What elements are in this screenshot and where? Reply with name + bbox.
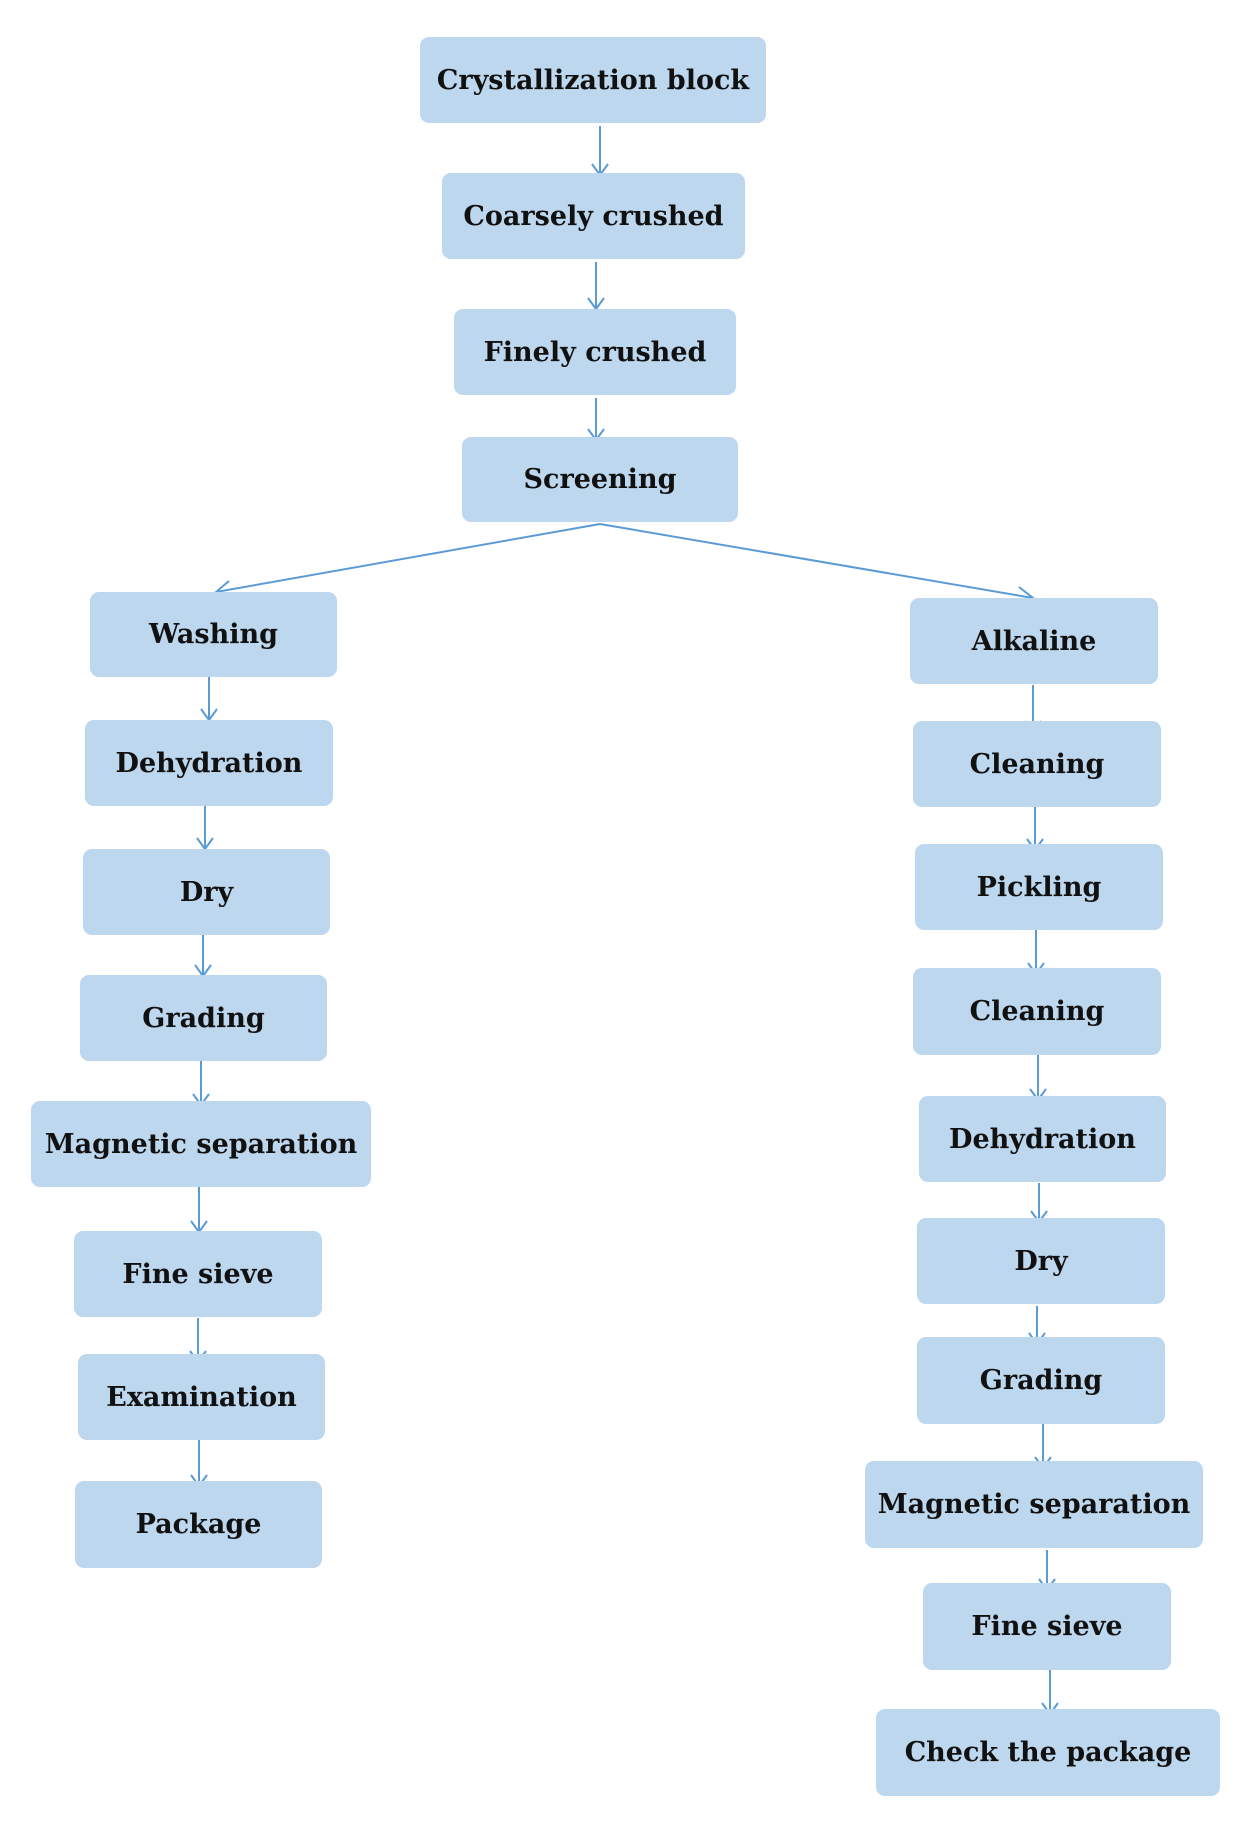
- edge-split-left: [214, 523, 601, 598]
- node-fine-sieve-right: Fine sieve: [923, 1583, 1171, 1670]
- edge-split-right: [599, 523, 1036, 604]
- edge-right-4: [1029, 1055, 1047, 1102]
- edge-right-9: [1041, 1670, 1059, 1716]
- node-screening: Screening: [462, 437, 738, 522]
- node-package: Package: [75, 1481, 322, 1568]
- edge-left-7: [190, 1440, 208, 1488]
- node-check-the-package: Check the package: [876, 1709, 1220, 1796]
- node-grading-left: Grading: [80, 975, 327, 1061]
- node-dry-left: Dry: [83, 849, 330, 935]
- node-grading-right: Grading: [917, 1337, 1165, 1424]
- node-dry-right: Dry: [917, 1218, 1165, 1304]
- edge-left-2: [196, 805, 214, 851]
- node-dehydration-left: Dehydration: [85, 720, 333, 806]
- node-cleaning-1: Cleaning: [913, 721, 1161, 807]
- node-crystallization-block: Crystallization block: [420, 37, 766, 123]
- node-examination: Examination: [78, 1354, 325, 1440]
- edge-left-5: [190, 1187, 208, 1234]
- edge-main-2: [587, 262, 605, 311]
- node-cleaning-2: Cleaning: [913, 968, 1161, 1055]
- edge-left-3: [194, 933, 212, 978]
- node-fine-sieve-left: Fine sieve: [74, 1231, 322, 1317]
- edge-main-3: [587, 398, 605, 442]
- node-washing: Washing: [90, 592, 337, 677]
- edge-left-1: [200, 676, 218, 722]
- node-alkaline: Alkaline: [910, 598, 1158, 684]
- node-magnetic-separation-right: Magnetic separation: [865, 1461, 1203, 1548]
- node-pickling: Pickling: [915, 844, 1163, 930]
- node-coarsely-crushed: Coarsely crushed: [442, 173, 745, 259]
- node-finely-crushed: Finely crushed: [454, 309, 736, 395]
- edge-main-1: [591, 126, 609, 177]
- edge-left-4: [192, 1060, 210, 1107]
- edge-right-5: [1030, 1183, 1048, 1224]
- node-dehydration-right: Dehydration: [919, 1096, 1166, 1182]
- node-magnetic-separation-left: Magnetic separation: [31, 1101, 371, 1187]
